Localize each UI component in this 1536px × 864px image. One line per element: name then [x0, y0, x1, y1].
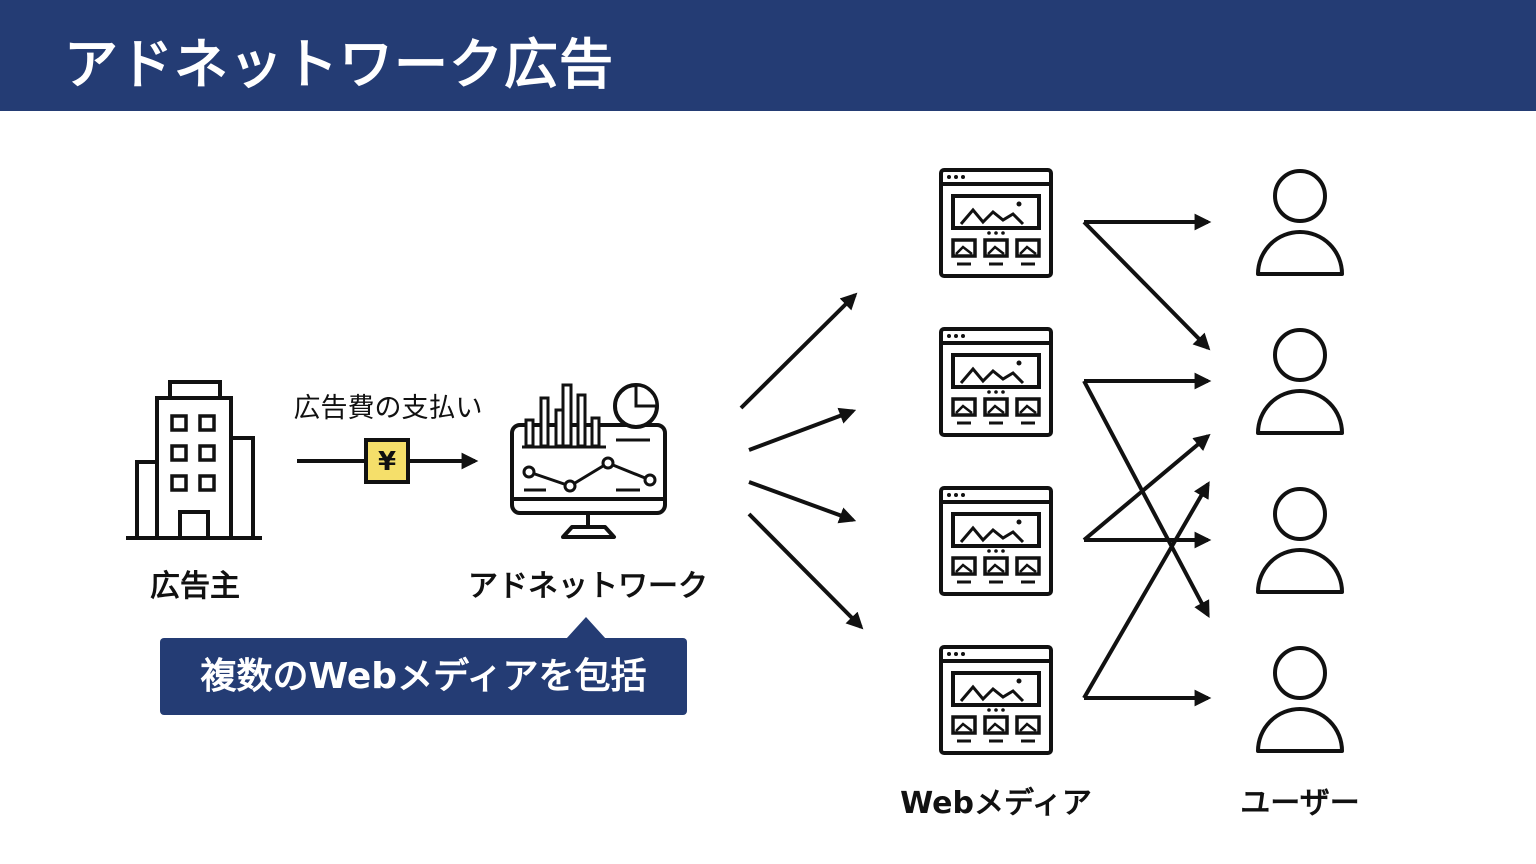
- analytics-monitor-icon: [510, 383, 667, 539]
- delivery-arrows: [1082, 213, 1212, 707]
- yen-badge: [364, 438, 410, 484]
- advertiser-label: 広告主: [150, 569, 240, 604]
- web-media-page-icon: [939, 168, 1053, 278]
- users-label: ユーザー: [1240, 786, 1360, 821]
- header-bar: アドネットワーク広告: [0, 0, 1536, 111]
- payment-label: 広告費の支払い: [293, 393, 483, 424]
- callout-pointer: [566, 617, 606, 639]
- distribution-arrows: [739, 292, 864, 630]
- user-icon: [1256, 646, 1344, 753]
- user-icon: [1256, 169, 1344, 276]
- web-media-page-icon: [939, 645, 1053, 755]
- building-icon: [126, 380, 262, 540]
- yen-symbol: ¥: [378, 447, 396, 477]
- web-media-label: Webメディア: [900, 786, 1092, 821]
- callout-text: 複数のWebメディアを包括: [200, 656, 647, 697]
- ad-network-label: アドネットワーク: [468, 569, 708, 604]
- web-media-page-icon: [939, 486, 1053, 596]
- web-media-page-icon: [939, 327, 1053, 437]
- page-title: アドネットワーク広告: [64, 33, 614, 96]
- callout-box: 複数のWebメディアを包括: [160, 638, 687, 715]
- user-icon: [1256, 487, 1344, 594]
- user-icon: [1256, 328, 1344, 435]
